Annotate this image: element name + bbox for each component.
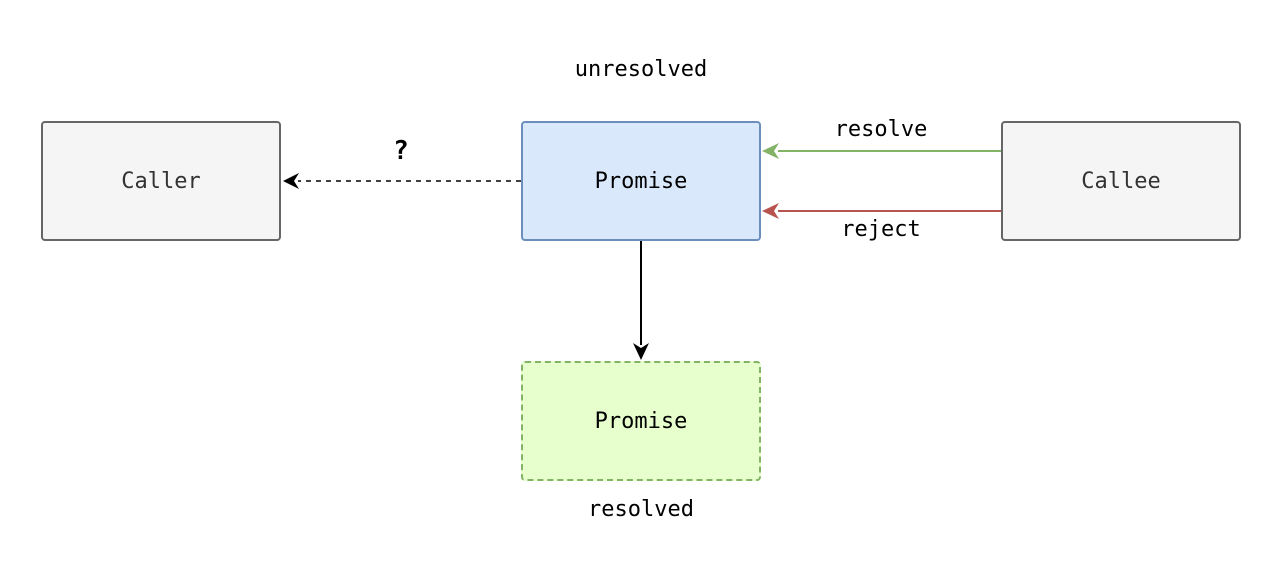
reject-edge-label: reject xyxy=(841,217,921,242)
callee-node: Callee xyxy=(1001,121,1241,241)
promise-resolved-node: Promise xyxy=(521,361,761,481)
edge-resolve xyxy=(762,143,1001,159)
edge-reject xyxy=(762,203,1001,219)
edge-promise-to-resolved xyxy=(633,241,649,360)
callee-label: Callee xyxy=(1081,168,1161,194)
resolved-state-label: resolved xyxy=(588,497,694,522)
unresolved-state-label: unresolved xyxy=(574,57,708,82)
question-edge-label: ? xyxy=(393,136,409,166)
resolve-edge-label: resolve xyxy=(834,117,928,142)
promise-unresolved-node: Promise xyxy=(521,121,761,241)
promise-unresolved-label: Promise xyxy=(594,168,688,194)
caller-node: Caller xyxy=(41,121,281,241)
edge-promise-to-caller xyxy=(283,173,521,189)
promise-resolved-label: Promise xyxy=(594,408,688,434)
caller-label: Caller xyxy=(121,168,201,194)
